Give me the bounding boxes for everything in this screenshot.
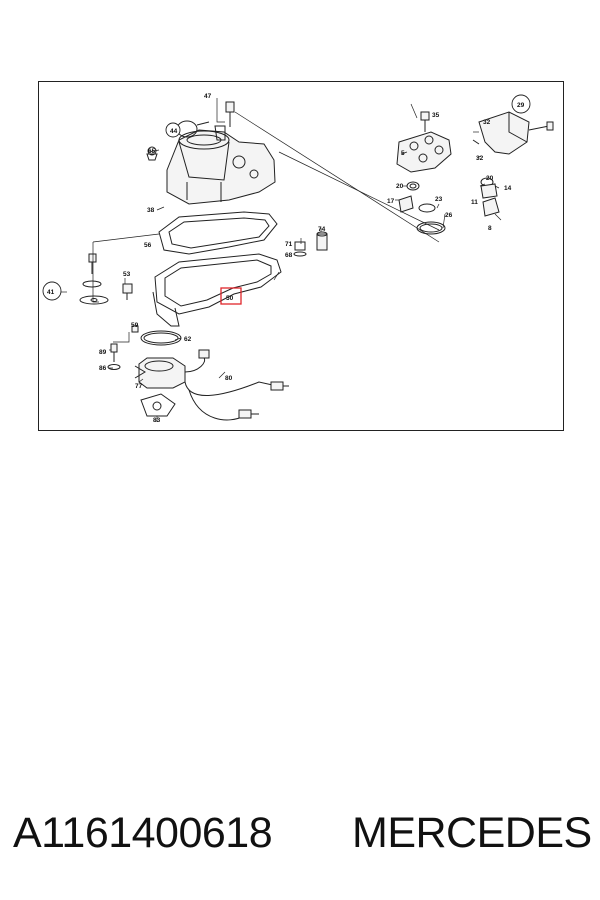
callout-label: 20 [396,183,404,190]
callout-label: 56 [144,242,152,249]
callout-label: 86 [99,365,107,372]
callout-label: 29 [517,102,525,109]
callout-label: 47 [204,93,212,100]
valve-assembly-part [134,357,186,417]
callout-label: 14 [504,185,512,192]
callout-circles [42,94,531,301]
mounting-bracket-part [472,111,554,155]
leader-lines [61,98,502,422]
callout-label: 23 [435,196,443,203]
callout-label: 59 [131,322,139,329]
distributor-block-part [396,111,452,173]
callout-label: 44 [170,128,178,135]
callout-label: 41 [47,289,55,296]
callout-label: 74 [318,226,326,233]
part-number: A1161400618 [13,809,273,857]
pump-housing-part [166,129,276,205]
callout-label: 35 [432,112,440,119]
callout-label: 53 [123,271,131,278]
callout-label: 11 [471,199,478,206]
callout-label: 62 [184,336,192,343]
callout-label: 26 [445,212,453,219]
callout-label: 83 [153,417,161,424]
callout-label: 77 [135,383,143,390]
callout-label: 89 [99,349,107,356]
callout-label: 68 [285,252,293,259]
brand-name: MERCEDES [352,809,592,857]
caption: A1161400618 MERCEDES [0,798,600,868]
exploded-parts-diagram: 47 44 65 38 35 29 32 5 32 20 17 23 20 14… [42,93,554,424]
callout-label: 8 [488,225,492,232]
sensor-cable-part [184,349,289,421]
left-small-parts [79,253,139,370]
ring-62-part [140,330,182,346]
callout-label-highlighted: 50 [226,295,234,302]
callout-label: 65 [148,148,156,155]
cover-plate-part [152,253,282,327]
callout-label: 32 [476,155,484,162]
callout-label: 5 [401,150,405,157]
callout-label: 17 [387,198,395,205]
callout-label: 71 [285,241,293,248]
callout-label: 32 [483,119,491,126]
diagram-frame: 47 44 65 38 35 29 32 5 32 20 17 23 20 14… [38,81,564,431]
callout-label: 38 [147,207,155,214]
callout-label: 20 [486,175,494,182]
gasket-56-part [158,211,278,255]
fittings-part [398,177,500,235]
highlight-box [220,287,242,305]
middle-small-parts [293,231,328,257]
callout-label: 80 [225,375,233,382]
